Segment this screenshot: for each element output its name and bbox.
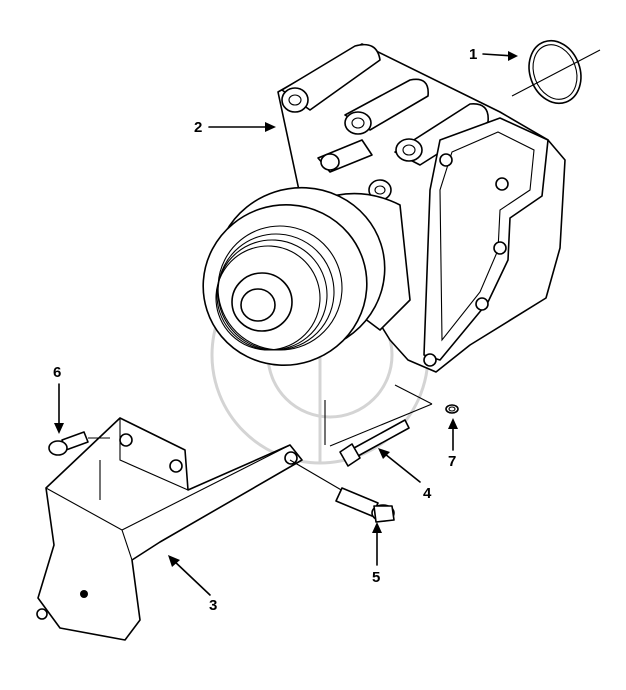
water-pump [202, 43, 566, 373]
o-ring [511, 39, 601, 105]
flange-screw [335, 487, 395, 523]
support-bracket [36, 417, 303, 641]
flange-screw-small [48, 431, 89, 456]
stud [339, 419, 410, 467]
callout-3: 3 [209, 597, 217, 614]
callout-1: 1 [469, 46, 477, 63]
flange-nut [445, 404, 459, 414]
callout-6: 6 [53, 364, 61, 381]
callout-labels: 1 2 3 4 5 6 7 [53, 46, 477, 614]
callout-5: 5 [372, 569, 380, 586]
callout-2: 2 [194, 119, 202, 136]
pump-tubes [281, 43, 489, 201]
callout-leaders [54, 51, 518, 596]
callout-4: 4 [423, 485, 432, 502]
pump-pulley [202, 186, 386, 366]
pump-mounting-flange [423, 117, 549, 367]
callout-7: 7 [448, 453, 456, 470]
